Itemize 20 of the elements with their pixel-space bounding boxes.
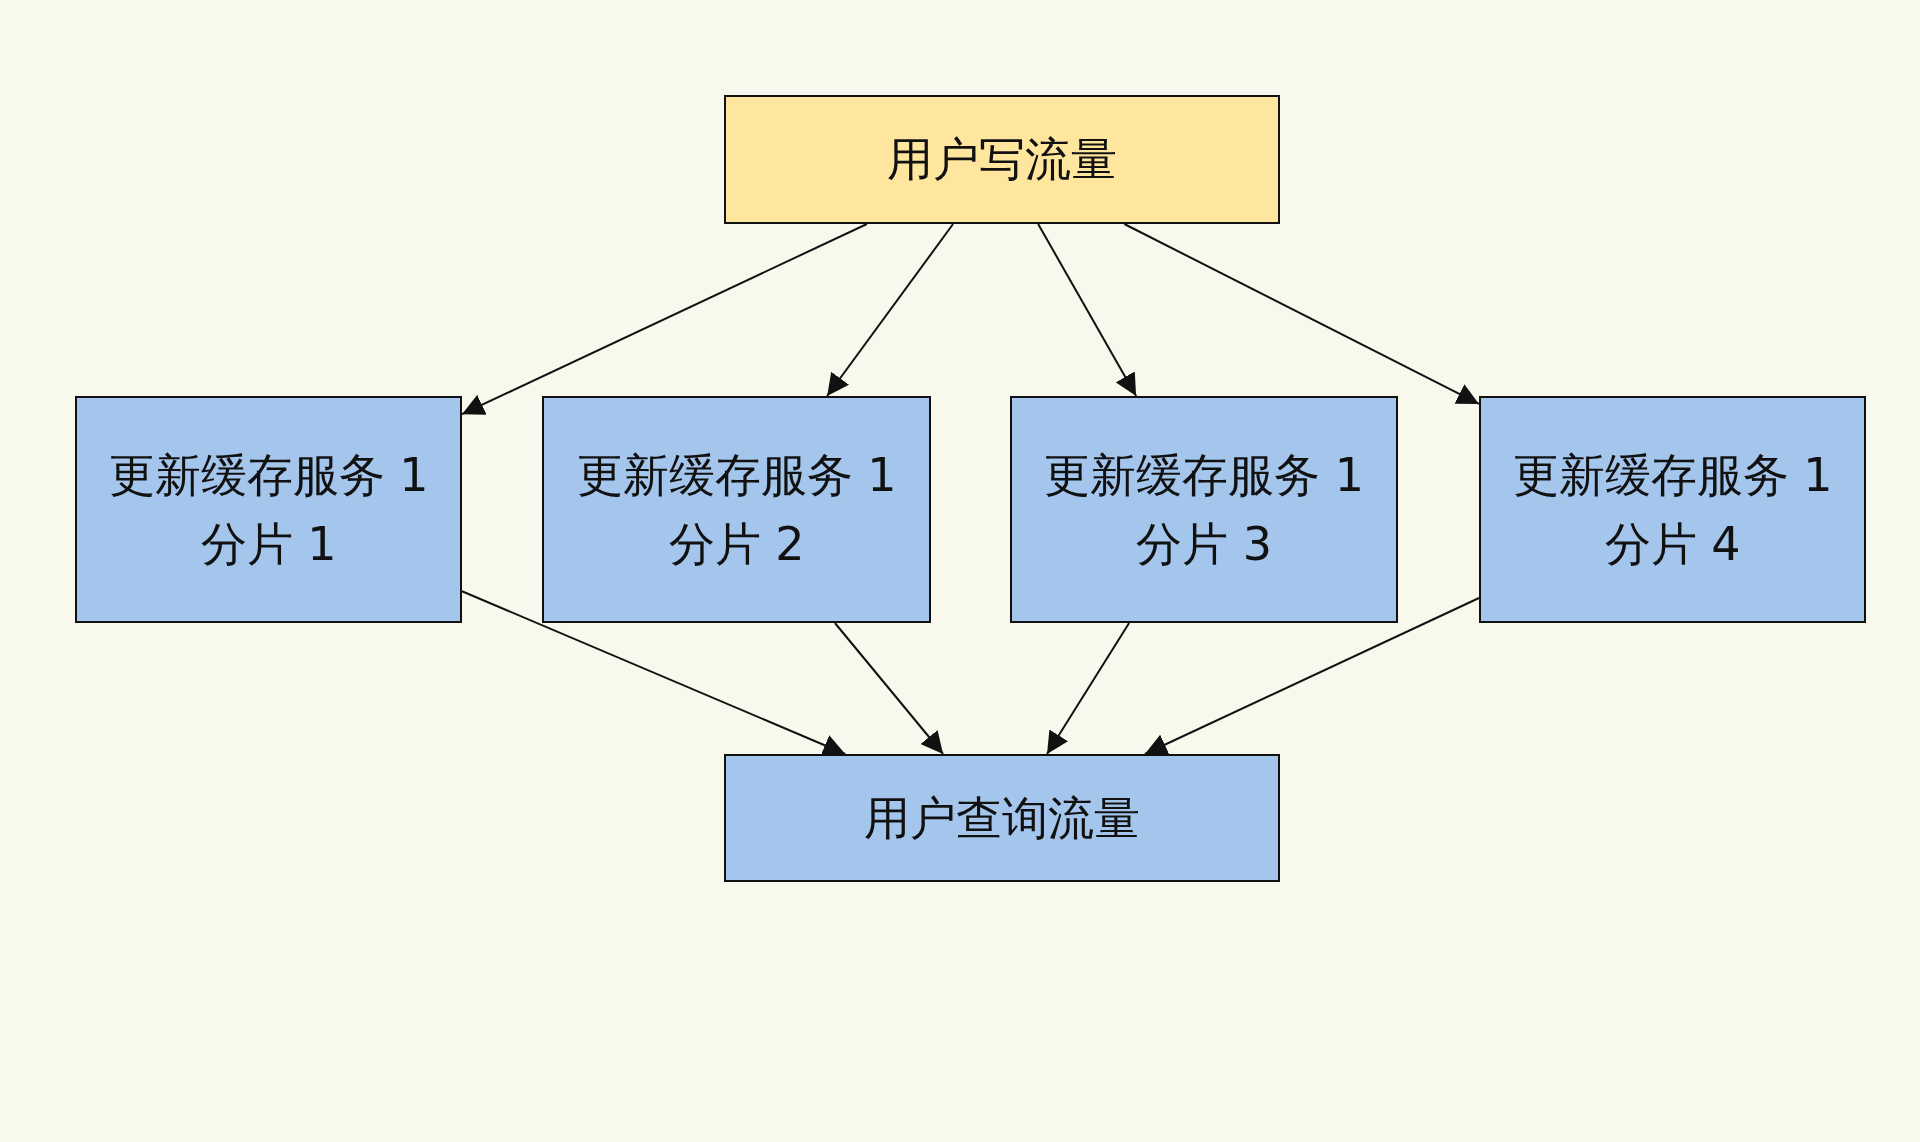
process-box: [542, 396, 931, 623]
box-label: 用户查询流量: [864, 789, 1140, 847]
arrow: [461, 590, 847, 756]
box-label: 更新缓存服务 1 分片 2: [575, 446, 898, 573]
arrow: [833, 622, 945, 755]
box-label: 更新缓存服务 1 分片 3: [1043, 446, 1365, 573]
arrow: [1037, 223, 1138, 397]
arrow: [826, 223, 955, 397]
arrow: [461, 223, 868, 416]
process-box: [1010, 396, 1398, 623]
process-box: [75, 396, 462, 623]
box-label: 更新缓存服务 1 分片 1: [107, 446, 430, 573]
process-box: [724, 754, 1280, 882]
arrow: [1123, 223, 1480, 405]
box-label: 更新缓存服务 1 分片 4: [1511, 446, 1834, 573]
arrow: [1046, 622, 1131, 755]
process-box: [724, 95, 1280, 224]
arrow: [1143, 597, 1480, 755]
process-box: [1479, 396, 1866, 623]
box-label: 用户写流量: [887, 131, 1117, 188]
